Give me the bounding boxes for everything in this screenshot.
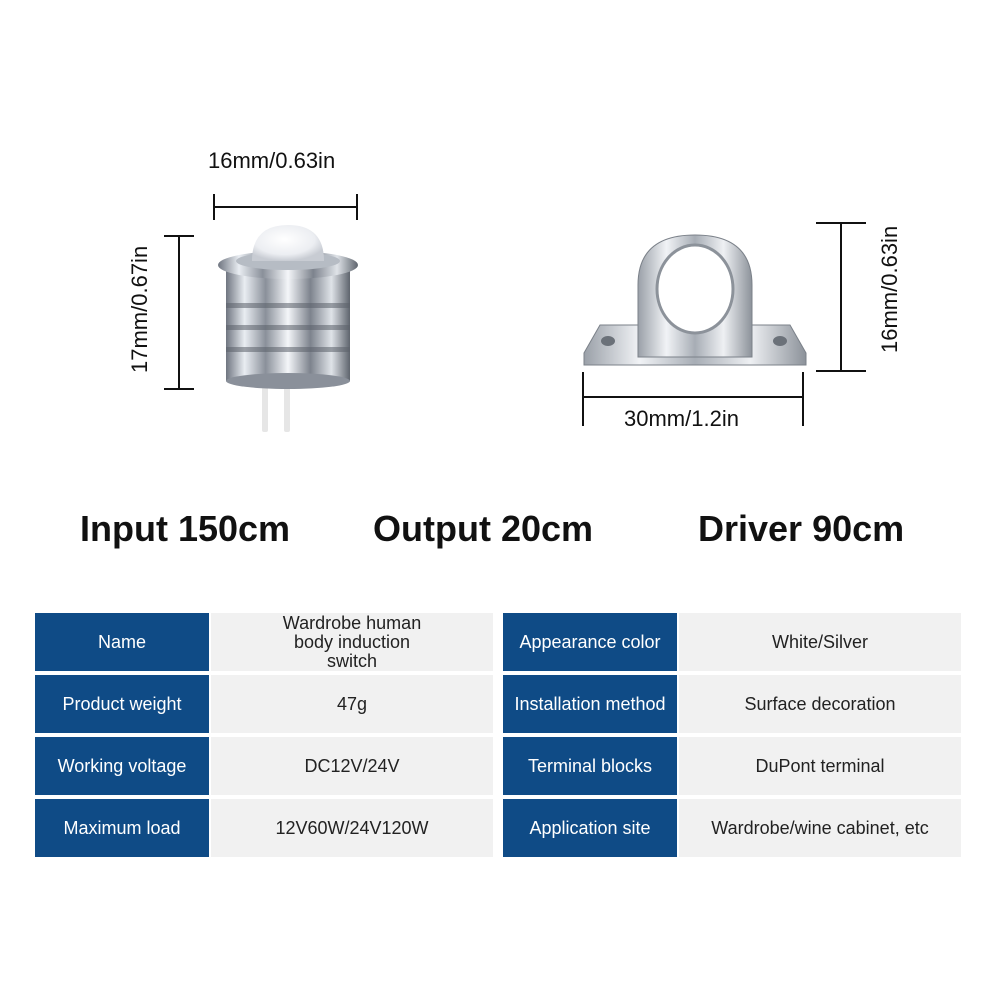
spec-value: DuPont terminal [679,737,961,795]
dimension-line [178,235,180,390]
sensor-figure: 16mm/0.63in 17mm/0.67in [0,0,500,470]
spec-value: Surface decoration [679,675,961,733]
driver-cable-length: Driver 90cm [698,508,905,549]
spec-key: Terminal blocks [503,737,677,795]
spec-value: White/Silver [679,613,961,671]
dimension-line [213,206,358,208]
dimension-tick [802,372,804,426]
spec-row: Working voltage DC12V/24V [35,737,493,795]
sensor-width-label: 16mm/0.63in [208,148,336,173]
spec-key: Product weight [35,675,209,733]
spec-table-left: Name Wardrobe human body induction switc… [35,613,493,861]
sensor-cable [262,384,268,432]
mounting-bracket-image [583,234,807,366]
dimension-tick [582,372,584,426]
sensor-cable [284,384,290,432]
dimension-tick [356,194,358,220]
dimension-line [582,396,804,398]
spec-value: Wardrobe human body induction switch [211,613,493,671]
dimension-tick [816,222,866,224]
spec-row: Application site Wardrobe/wine cabinet, … [503,799,961,857]
dimension-line [840,222,842,372]
spec-row: Appearance color White/Silver [503,613,961,671]
spec-value: DC12V/24V [211,737,493,795]
spec-table-right: Appearance color White/Silver Installati… [503,613,961,861]
dimension-tick [164,388,194,390]
bracket-height-label: 16mm/0.63in [877,225,902,353]
dimension-tick [816,370,866,372]
motion-sensor-image [218,225,358,389]
spec-value: Wardrobe/wine cabinet, etc [679,799,961,857]
spec-key: Installation method [503,675,677,733]
spec-row: Installation method Surface decoration [503,675,961,733]
spec-key: Maximum load [35,799,209,857]
bracket-width-label: 30mm/1.2in [624,406,739,431]
spec-value: 47g [211,675,493,733]
dimension-tick [164,235,194,237]
spec-row: Terminal blocks DuPont terminal [503,737,961,795]
spec-row: Product weight 47g [35,675,493,733]
input-cable-length: Input 150cm [80,508,291,549]
spec-row: Maximum load 12V60W/24V120W [35,799,493,857]
sensor-height-label: 17mm/0.67in [127,245,152,373]
spec-key: Working voltage [35,737,209,795]
spec-key: Appearance color [503,613,677,671]
spec-row: Name Wardrobe human body induction switc… [35,613,493,671]
output-cable-length: Output 20cm [373,508,594,549]
dimension-tick [213,194,215,220]
spec-key: Name [35,613,209,671]
spec-value: 12V60W/24V120W [211,799,493,857]
bracket-figure: 30mm/1.2in 16mm/0.63in [500,0,1000,470]
spec-key: Application site [503,799,677,857]
